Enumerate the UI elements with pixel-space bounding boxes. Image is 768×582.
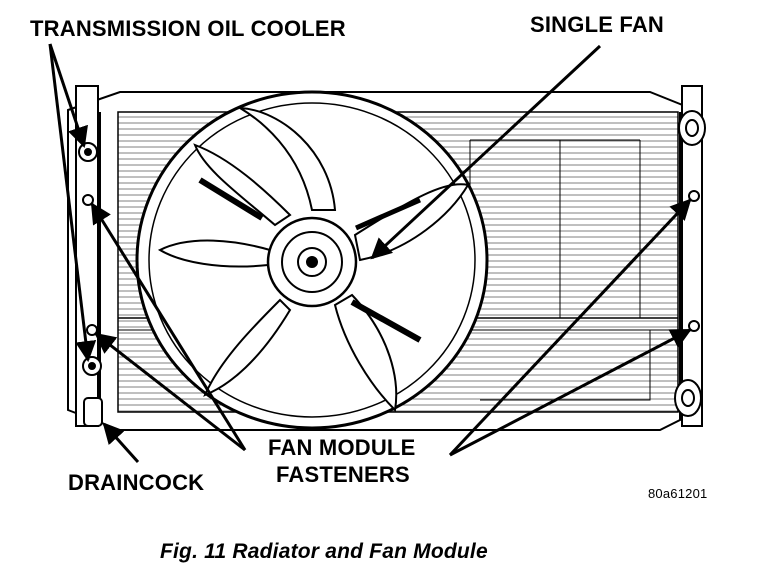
leader-lines xyxy=(48,43,692,464)
label-transmission-oil-cooler: TRANSMISSION OIL COOLER xyxy=(30,16,346,41)
label-fan-module-line1: FAN MODULE xyxy=(268,435,416,460)
label-draincock: DRAINCOCK xyxy=(68,470,205,495)
draincock-fitting xyxy=(83,397,103,427)
fastener-upper-right xyxy=(688,190,700,202)
fastener-upper-left xyxy=(82,194,94,206)
label-single-fan: SINGLE FAN xyxy=(530,12,665,37)
fan-module xyxy=(135,90,489,430)
figure-code: 80a61201 xyxy=(648,486,708,501)
fastener-lower-left xyxy=(86,324,98,336)
fastener-lower-right xyxy=(688,320,700,332)
label-fan-module-line2: FASTENERS xyxy=(276,462,410,487)
figure-caption: Fig. 11 Radiator and Fan Module xyxy=(160,540,488,563)
